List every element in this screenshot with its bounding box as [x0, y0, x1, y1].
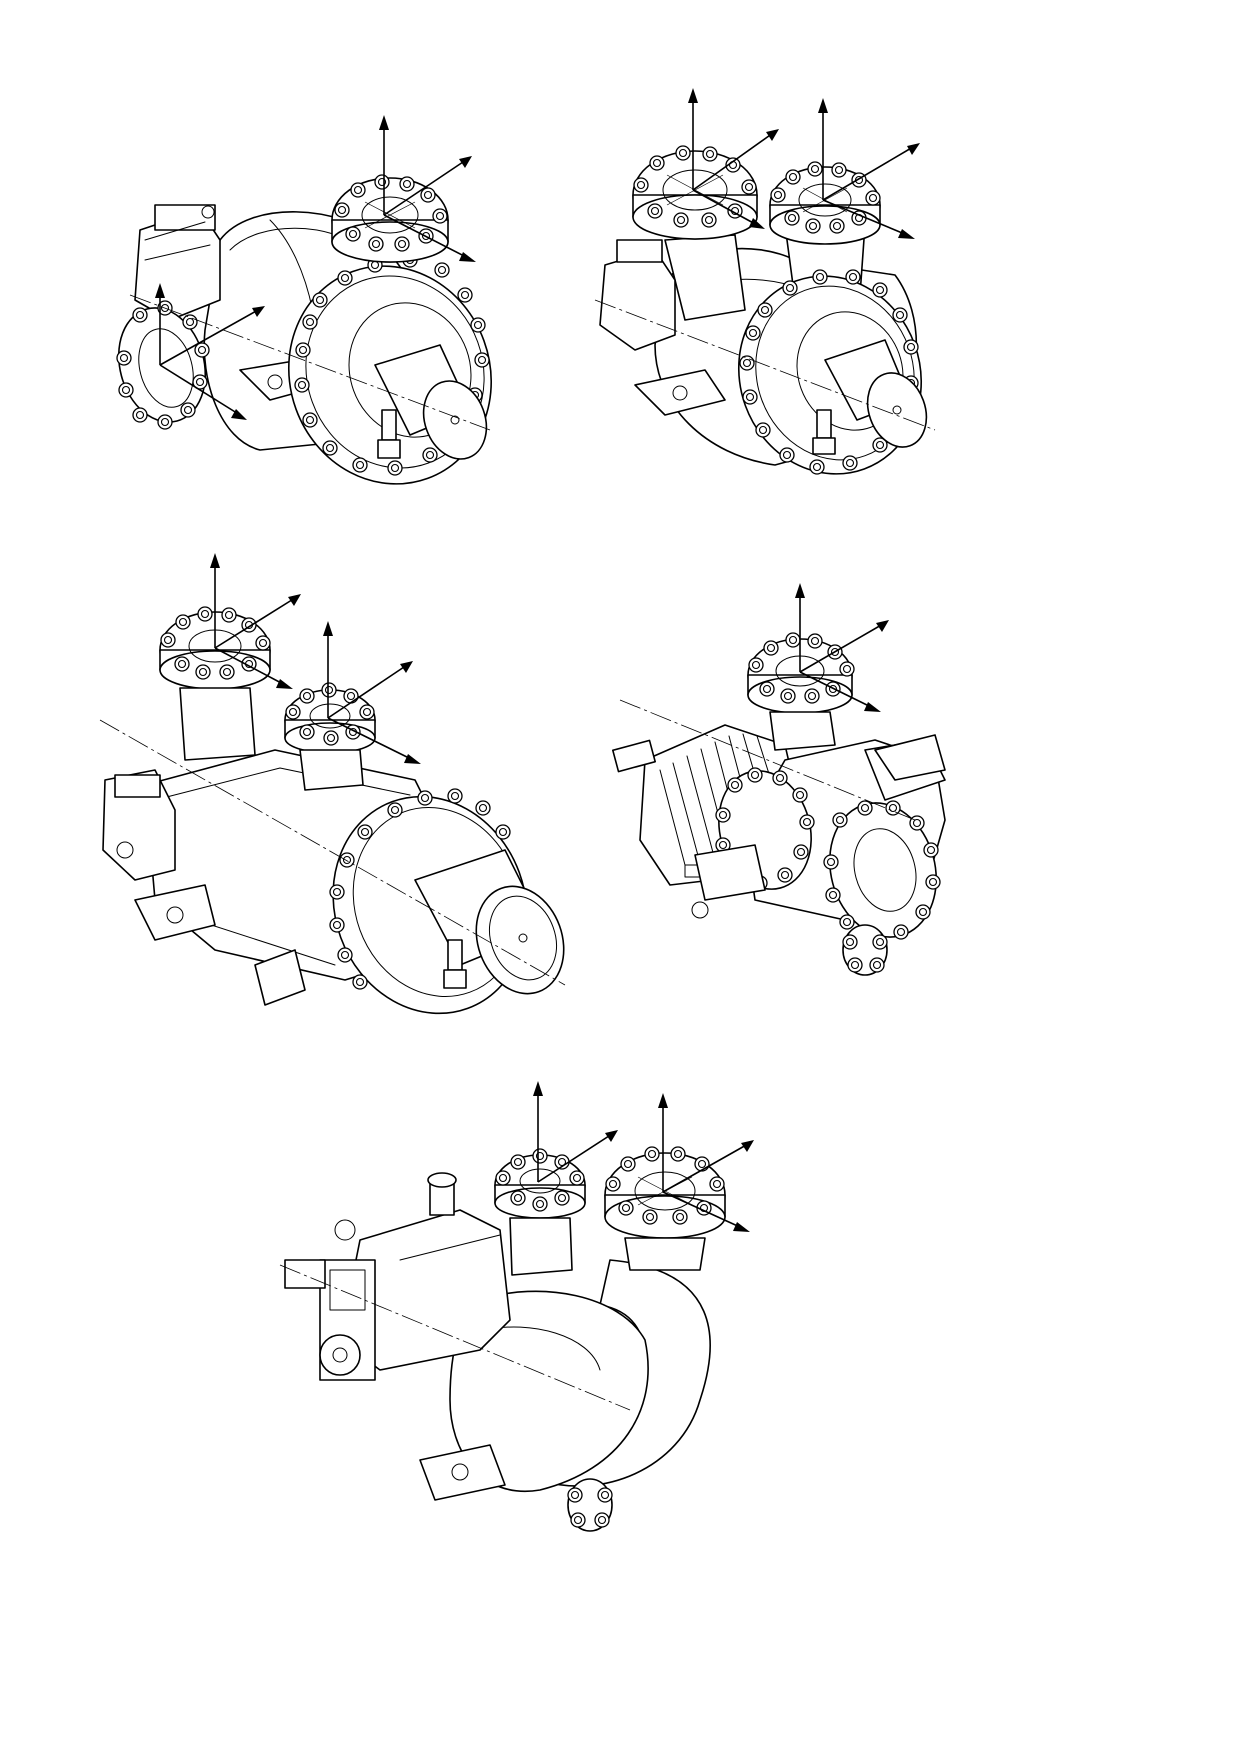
pump-drawing-c — [99, 553, 566, 1015]
nozzle-force-arrows-d — [795, 583, 889, 712]
pump-drawing-b — [594, 88, 936, 475]
nozzle-force-arrows-e — [533, 1081, 754, 1232]
pump-drawing-a — [116, 115, 493, 485]
pump-drawing-d — [612, 583, 946, 976]
nozzle-force-arrows-c — [210, 553, 421, 764]
nozzle-force-arrows-b — [688, 88, 920, 239]
pump-drawing-e — [279, 1081, 754, 1532]
nozzle-force-arrows-a — [155, 115, 476, 420]
